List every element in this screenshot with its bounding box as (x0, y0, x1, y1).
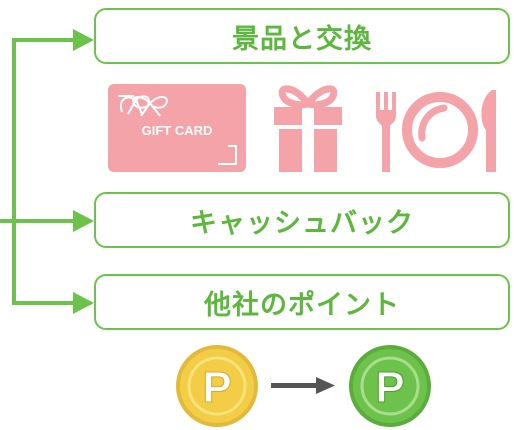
cashback-option: キャッシュバック (94, 192, 510, 248)
gift-card-text: GIFT CARD (142, 123, 213, 138)
yellow-coin-icon: P (176, 345, 258, 427)
tableware-icon (376, 90, 496, 172)
prize-exchange-label: 景品と交換 (232, 23, 372, 55)
other-company-points-label: 他社のポイント (204, 289, 400, 321)
green-coin-symbol: P (375, 363, 404, 412)
cashback-label: キャッシュバック (190, 207, 414, 239)
prize-exchange-option: 景品と交換 (94, 8, 510, 64)
yellow-coin-symbol: P (202, 363, 231, 412)
green-coin-icon: P (349, 345, 431, 427)
arrow-head-cashback (73, 210, 94, 232)
arrow-head-prize (73, 29, 94, 51)
gift-box-icon (274, 85, 342, 172)
gift-card-icon: GIFT CARD (108, 84, 246, 172)
arrow-right-icon (271, 377, 335, 394)
other-company-points-option: 他社のポイント (94, 274, 510, 330)
arrow-head-points (73, 292, 94, 314)
